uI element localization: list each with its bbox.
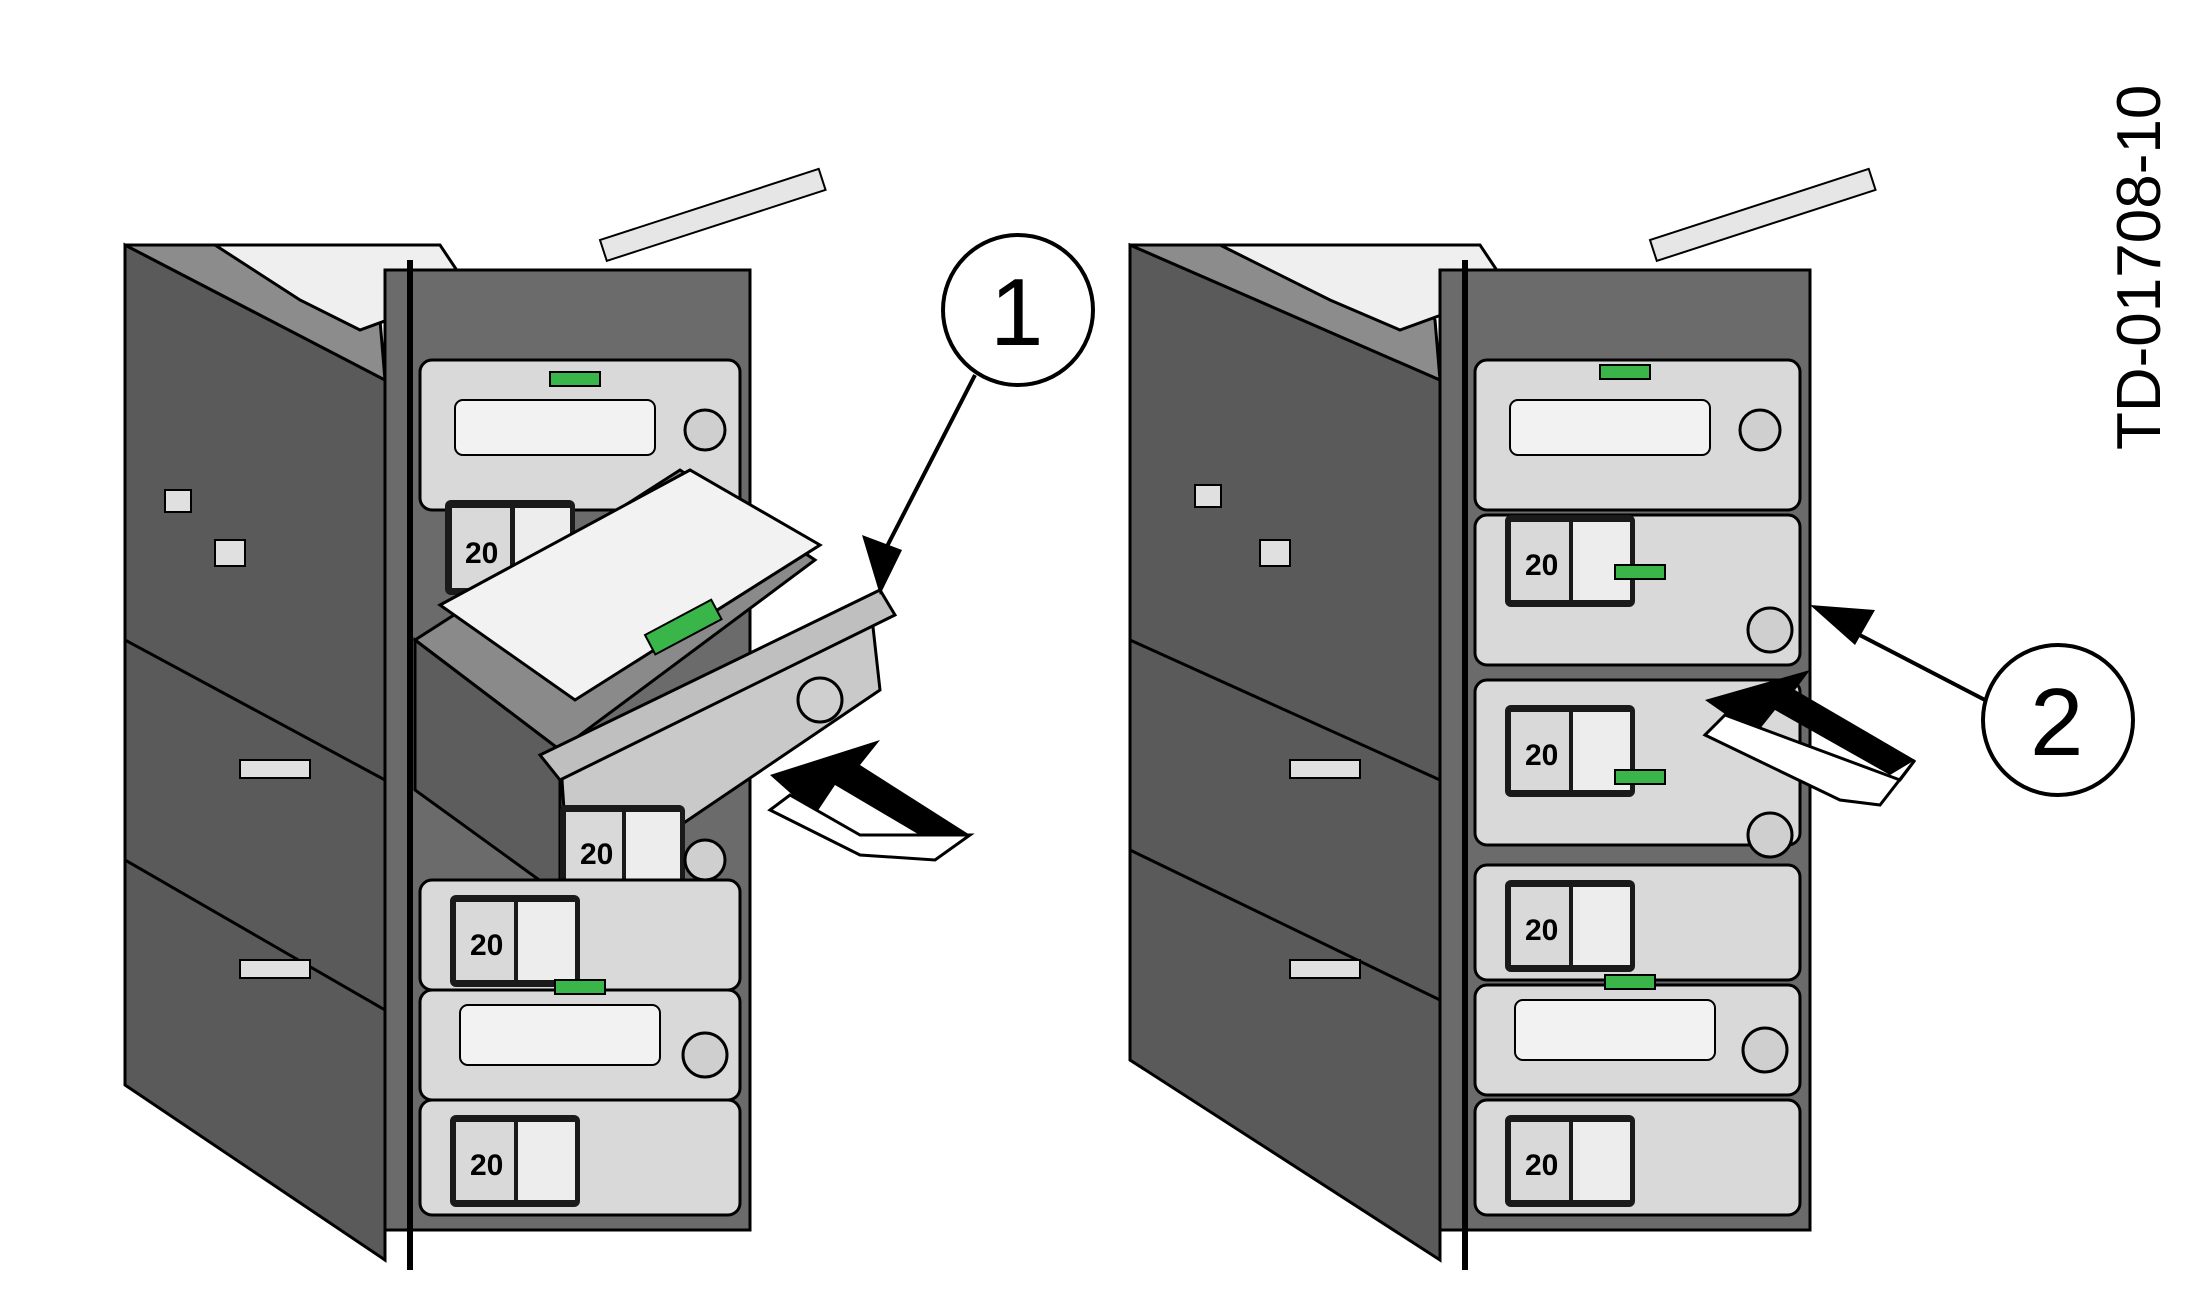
cassette-knob bbox=[1741, 1026, 1789, 1074]
right-top-rail bbox=[1648, 167, 1877, 263]
callout-arrowhead bbox=[1810, 605, 1875, 645]
latch-green bbox=[1604, 974, 1656, 990]
right-push-arrow-base bbox=[1702, 713, 1917, 807]
right-side-detail bbox=[1289, 959, 1361, 979]
cassette-denomination: 20 bbox=[580, 838, 613, 871]
cassette-denomination: 20 bbox=[470, 929, 503, 962]
right-side-seam bbox=[1129, 848, 1441, 1002]
left-side-seam bbox=[124, 638, 386, 782]
cassette-knob bbox=[796, 676, 844, 724]
right-cassette-slot-6: 20 bbox=[1473, 1098, 1802, 1217]
right-view-dispenser: 20 20 20 bbox=[1128, 167, 1917, 1270]
latch-green bbox=[554, 979, 606, 995]
right-side-detail bbox=[1259, 539, 1291, 567]
cassette-knob bbox=[1746, 811, 1794, 859]
document-id: TD-01708-10 bbox=[2105, 85, 2174, 450]
cassette-denomination: 20 bbox=[470, 1149, 503, 1182]
right-side-detail bbox=[1194, 484, 1222, 508]
right-cassette-slot-5 bbox=[1473, 974, 1802, 1097]
left-side-seam bbox=[124, 858, 386, 1012]
callout-number: 1 bbox=[990, 259, 1043, 366]
left-top-rail bbox=[598, 167, 827, 263]
cassette-knob bbox=[683, 408, 727, 452]
left-push-arrow bbox=[770, 740, 970, 850]
right-housing-side bbox=[1128, 242, 1442, 1263]
right-side-detail bbox=[1289, 759, 1361, 779]
callout-2: 2 bbox=[1810, 605, 2135, 797]
latch-green bbox=[549, 371, 601, 387]
cassette-handle bbox=[537, 588, 898, 782]
callout-leader bbox=[878, 374, 977, 561]
left-housing-side bbox=[123, 242, 387, 1263]
left-side-detail bbox=[164, 489, 192, 513]
left-side-detail bbox=[239, 959, 311, 979]
left-side-detail bbox=[239, 759, 311, 779]
left-pulled-cassette: 20 bbox=[412, 468, 898, 903]
cassette-knob bbox=[1738, 408, 1782, 452]
callout-leader bbox=[1849, 628, 1986, 702]
callout-number: 2 bbox=[2030, 669, 2083, 776]
right-cassette-slot-2: 20 bbox=[1473, 513, 1802, 667]
left-push-arrow-base bbox=[767, 793, 975, 862]
left-view-dispenser: 20 20 20 bbox=[123, 167, 975, 1270]
right-cassette-slot-1 bbox=[1473, 358, 1802, 512]
latch-green bbox=[643, 598, 723, 656]
cassette-denomination: 20 bbox=[1525, 1149, 1558, 1182]
latch-green bbox=[1614, 769, 1666, 785]
cassette-denomination: 20 bbox=[1525, 739, 1558, 772]
left-cassette-slot-3: 20 bbox=[418, 838, 742, 992]
left-cassette-slot-4 bbox=[418, 979, 742, 1102]
cassette-knob bbox=[1746, 606, 1794, 654]
cassette-knob bbox=[683, 838, 727, 882]
callout-arrowhead bbox=[862, 535, 902, 595]
latch-green bbox=[1599, 364, 1651, 380]
latch-green bbox=[1614, 564, 1666, 580]
left-side-detail bbox=[214, 539, 246, 567]
left-cassette-slot-1 bbox=[418, 358, 742, 512]
cassette-denomination: 20 bbox=[465, 537, 498, 570]
cassette-denomination: 20 bbox=[1525, 549, 1558, 582]
cassette-knob bbox=[681, 1031, 729, 1079]
cassette-denomination: 20 bbox=[1525, 914, 1558, 947]
right-cassette-slot-4: 20 bbox=[1473, 863, 1802, 982]
left-cassette-slot-5: 20 bbox=[418, 1098, 742, 1217]
right-push-arrow bbox=[1705, 670, 1915, 775]
right-side-seam bbox=[1129, 638, 1441, 782]
callout-1: 1 bbox=[862, 233, 1095, 595]
